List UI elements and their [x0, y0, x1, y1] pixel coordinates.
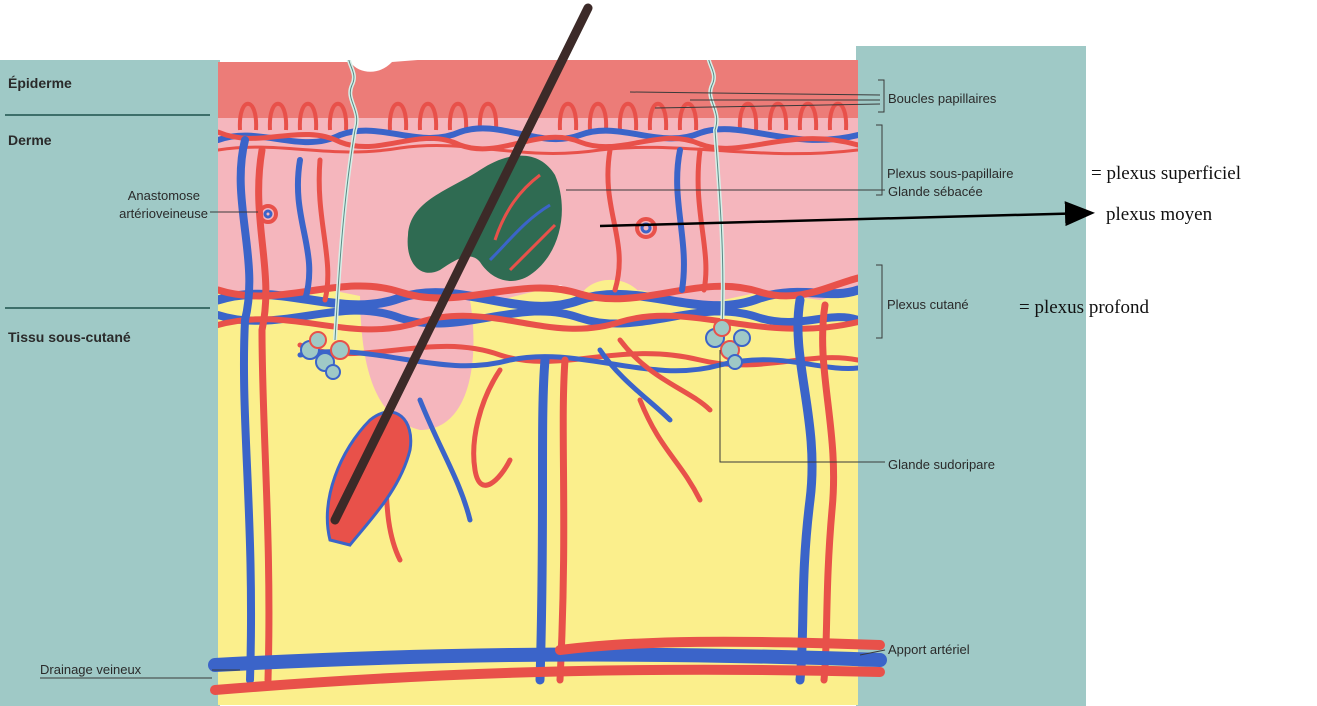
- label-epiderme: Épiderme: [8, 75, 72, 91]
- annotation-plexus-moyen: plexus moyen: [1106, 204, 1213, 225]
- label-plexus-sous-papillaire: Plexus sous-papillaire: [887, 166, 1013, 181]
- right-panel: [856, 46, 1086, 706]
- label-apport-arteriel: Apport artériel: [888, 642, 970, 657]
- left-panel: [0, 60, 220, 706]
- label-boucles-papillaires: Boucles papillaires: [888, 91, 997, 106]
- label-plexus-cutane: Plexus cutané: [887, 297, 969, 312]
- annotation-plexus-profond: = plexus profond: [1019, 297, 1149, 318]
- label-glande-sebacee: Glande sébacée: [888, 184, 983, 199]
- annotation-plexus-superficiel: = plexus superficiel: [1091, 163, 1241, 184]
- label-drainage-veineux: Drainage veineux: [40, 662, 142, 677]
- label-glande-sudoripare: Glande sudoripare: [888, 457, 995, 472]
- label-derme: Derme: [8, 132, 52, 148]
- label-anastomose-line1: Anastomose: [128, 188, 200, 203]
- label-anastomose-line2: artérioveineuse: [119, 206, 208, 221]
- label-tissu-sous-cutane: Tissu sous-cutané: [8, 329, 131, 345]
